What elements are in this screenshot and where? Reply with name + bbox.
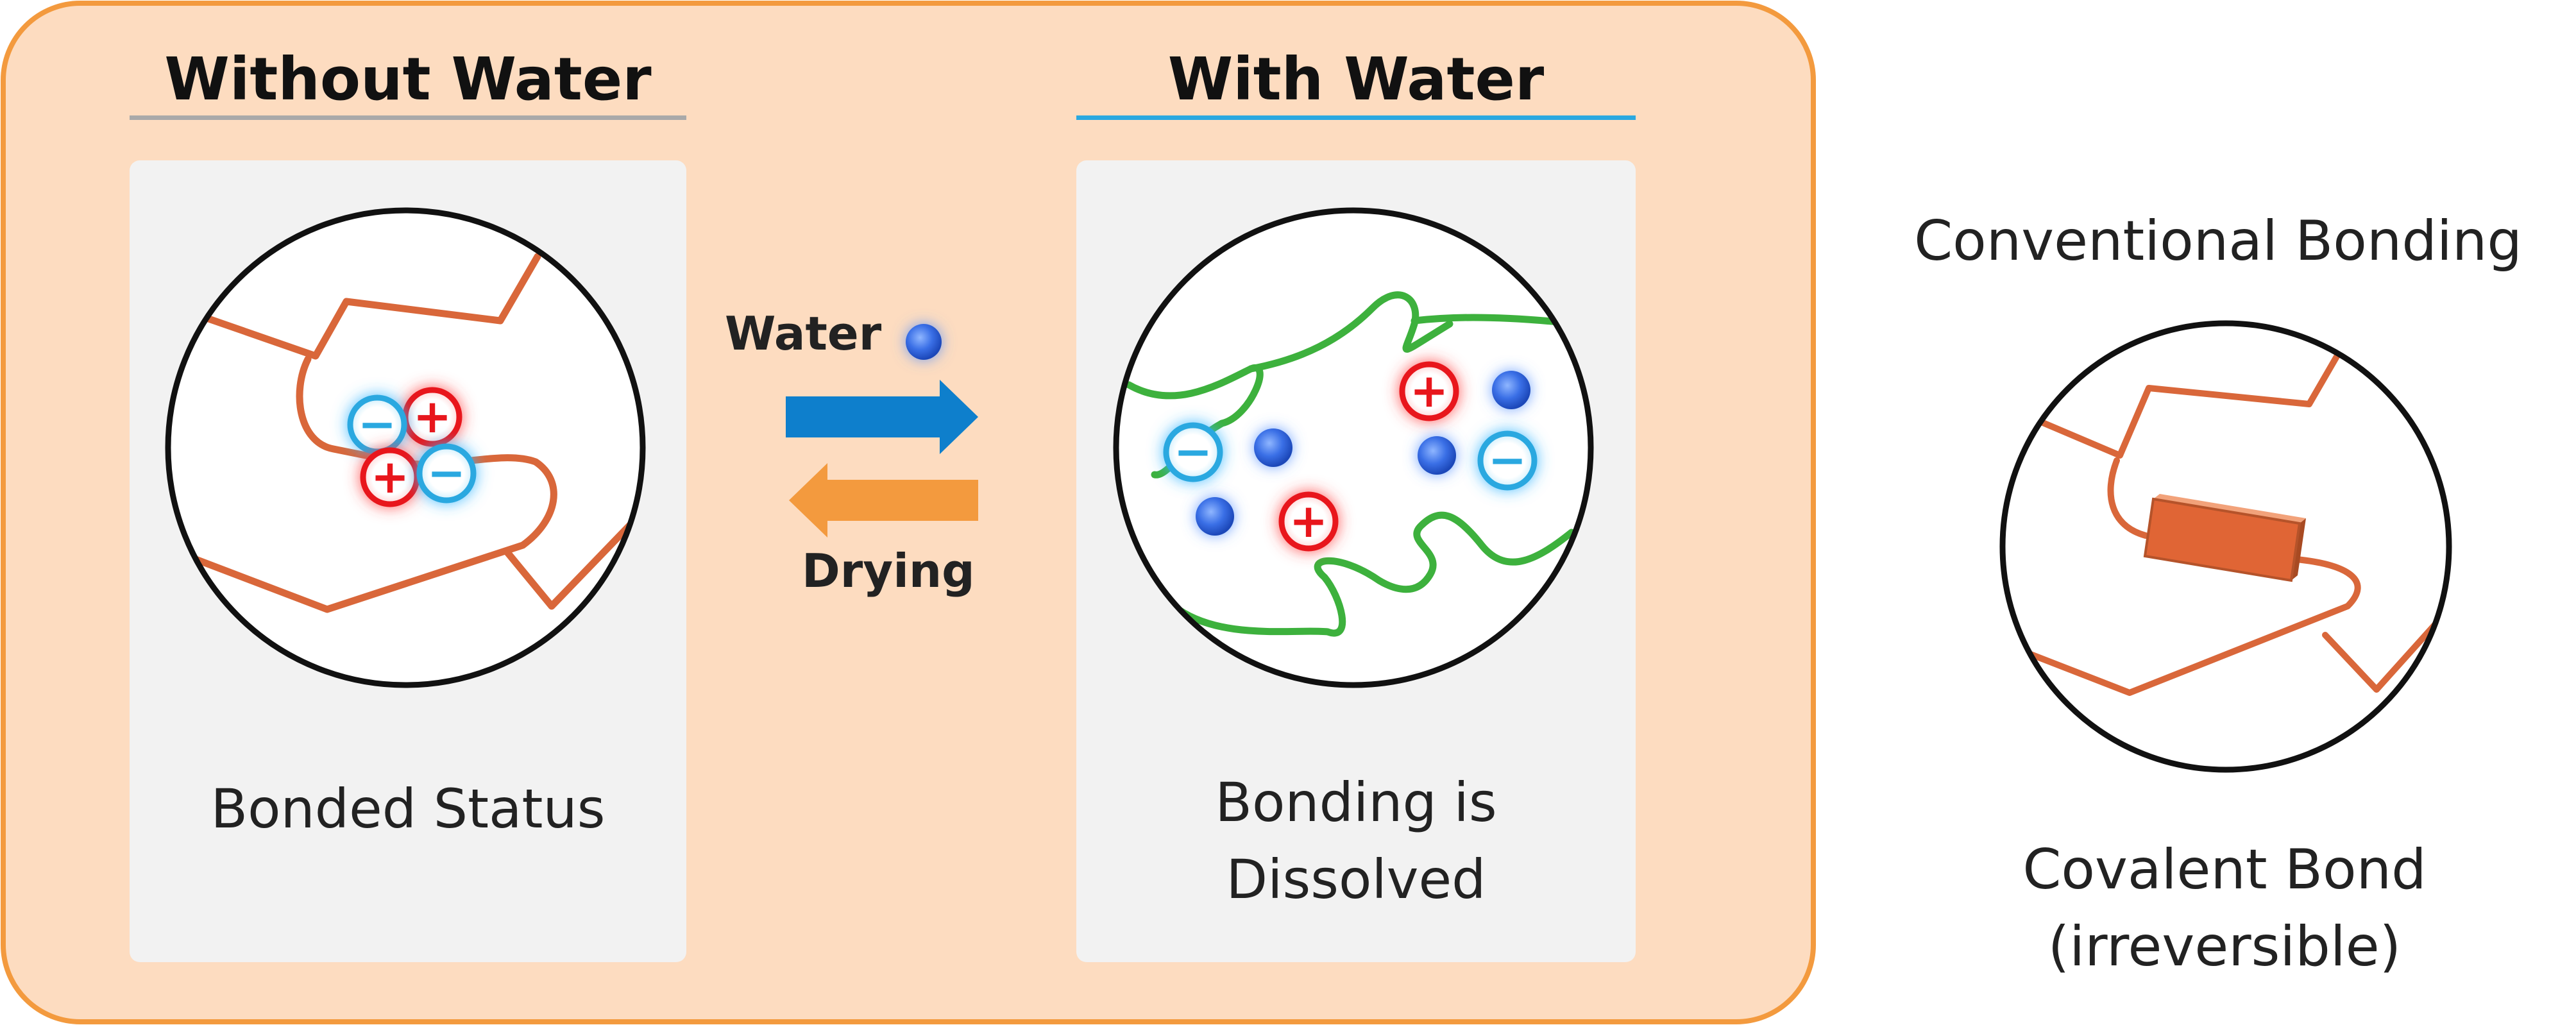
polymer-chain [2011, 556, 2361, 696]
svg-text:−: − [358, 397, 396, 451]
svg-text:+: + [1289, 494, 1328, 548]
positive-ion: + [402, 387, 462, 447]
dissolved-circle-outline [1113, 207, 1594, 688]
dissolved-circle [1116, 210, 1591, 685]
water-polymer-chain [1170, 511, 1575, 637]
with-water-title: With Water [1168, 45, 1545, 114]
dissolved-caption-line1: Bonding is [1215, 771, 1496, 834]
covalent-circle-outline [1999, 320, 2452, 773]
svg-text:−: − [1488, 433, 1527, 487]
bonded-ion-cluster: + − + − [347, 387, 477, 507]
dissolved-ions: − + + − [1163, 361, 1538, 552]
without-water-title: Without Water [164, 45, 652, 114]
without-water-panel: Without Water + − + − [130, 45, 686, 962]
svg-text:−: − [427, 446, 466, 500]
negative-ion: − [1477, 430, 1538, 491]
svg-text:+: + [1410, 364, 1448, 418]
with-water-panel: With Water − + + − [1076, 45, 1636, 962]
drying-label: Drying [802, 544, 975, 598]
polymer-chain [2107, 457, 2149, 539]
polymer-chain [2011, 340, 2348, 459]
water-molecule [1196, 497, 1234, 536]
covalent-bond-block [2143, 494, 2306, 582]
negative-ion: − [416, 443, 477, 504]
bonded-status-caption: Bonded Status [211, 777, 606, 840]
conventional-bonding-panel: Conventional Bonding Covalent Bond (irre… [1914, 209, 2522, 979]
covalent-bond-caption-line1: Covalent Bond [2022, 838, 2426, 902]
polymer-chain [189, 355, 557, 613]
covalent-bond-caption-line2: (irreversible) [2048, 915, 2401, 979]
water-molecule-icon [906, 324, 942, 360]
polymer-chain [168, 253, 541, 360]
positive-ion: + [360, 447, 420, 507]
water-polymer-chain [1411, 314, 1582, 328]
svg-text:−: − [1174, 425, 1212, 479]
without-water-underline [130, 115, 686, 120]
conventional-bonding-title: Conventional Bonding [1914, 209, 2522, 273]
transition-arrows: Water Drying [725, 307, 978, 598]
positive-ion: + [1278, 491, 1339, 552]
positive-ion: + [1399, 361, 1459, 421]
bonded-circle [168, 210, 643, 685]
with-water-underline [1076, 115, 1636, 120]
water-molecule [1418, 436, 1456, 475]
svg-text:+: + [371, 450, 409, 504]
polymer-chain [503, 509, 643, 610]
negative-ion: − [1163, 422, 1223, 482]
water-label: Water [725, 307, 882, 360]
water-polymer-chain [1247, 291, 1453, 373]
water-molecule [1492, 371, 1530, 409]
svg-text:+: + [413, 389, 452, 443]
negative-ion: − [347, 394, 407, 455]
water-molecule [1254, 428, 1292, 467]
bonded-circle-outline [165, 207, 646, 688]
drying-arrow [789, 463, 978, 538]
water-arrow [786, 380, 978, 454]
dissolved-caption-line2: Dissolved [1226, 848, 1486, 911]
